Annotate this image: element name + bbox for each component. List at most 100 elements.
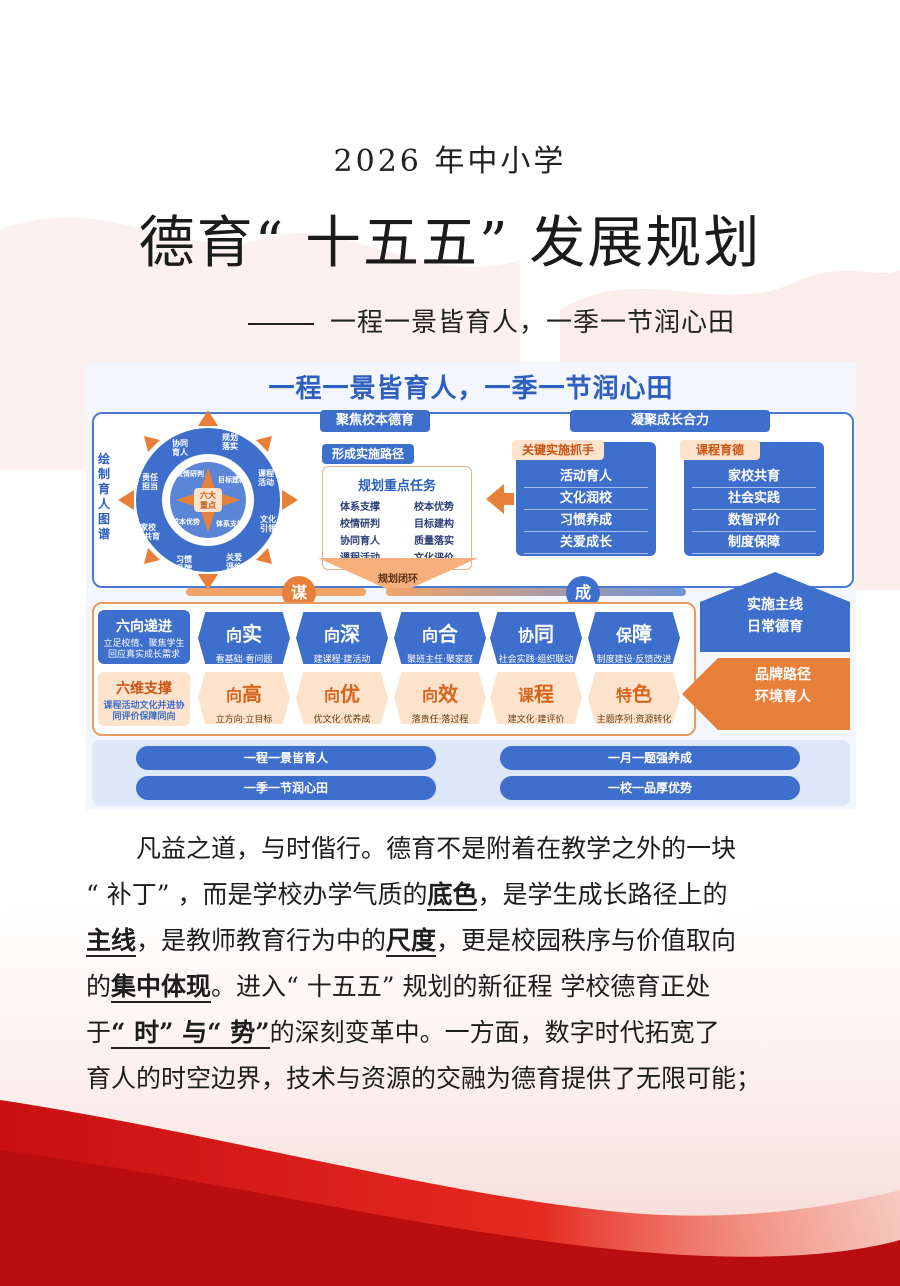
- course-panel-head: 课程育德: [680, 440, 760, 460]
- course-panel: 课程育德 家校共育 社会实践 数智评价 制度保障: [680, 440, 824, 556]
- wheel-label-6: 家校: [140, 522, 157, 532]
- text-span: ，是学生成长路径上的: [477, 880, 728, 909]
- document-year-line: 2026 年中小学: [333, 144, 567, 179]
- hex-desc: 看基础·看问题: [215, 655, 273, 665]
- direction-hex: 保障制度建设·反馈改进: [588, 612, 680, 664]
- support-hex: 特色主题序列·资源转化: [588, 672, 680, 724]
- wheel-center-1: 六大: [200, 490, 216, 500]
- wheel-inner-3: 校本优势: [172, 517, 200, 526]
- body-line: 育人的时空边界，技术与资源的交融为德育提供了无限可能；: [86, 1064, 762, 1093]
- body-line: 凡益之道，与时偕行。德育不是附着在教学之外的一块: [136, 834, 737, 863]
- pill-slogan: 一季一节润心田: [136, 776, 436, 800]
- tab-synergy: 凝聚成长合力: [570, 410, 770, 432]
- wheel-inner-0: 校情研判: [176, 469, 204, 478]
- course-item: 数智评价: [692, 510, 816, 532]
- hex-prefix: 向: [323, 626, 340, 645]
- row1-head-title: 六向递进: [116, 619, 172, 635]
- svg-text:活动: 活动: [258, 477, 274, 487]
- hex-key: 障: [632, 622, 652, 646]
- key-panel-head: 关键实施抓手: [512, 440, 604, 460]
- underlined-term: 尺度: [386, 926, 437, 957]
- hex-prefix: 向: [225, 686, 242, 705]
- right-orange-arrow: [682, 658, 850, 730]
- right-orange-text: 品牌路径 环境育人: [716, 664, 850, 708]
- key-item: 活动育人: [524, 466, 648, 488]
- text-span: ，是教师教育行为中的: [136, 926, 387, 955]
- right-blue-line: 实施主线: [747, 597, 803, 613]
- arrow-left-icon: [486, 484, 514, 514]
- direction-hex: 向合聚班主任·聚家庭: [394, 612, 486, 664]
- direction-hex: 向深建课程·建活动: [296, 612, 388, 664]
- task-item: 协同育人: [340, 536, 380, 547]
- wheel-inner-2: 体系支撑: [216, 519, 244, 528]
- wheel-inner-1: 目标建构: [218, 475, 246, 484]
- path-panel-head: 形成实施路径: [322, 444, 414, 464]
- hex-prefix: 向: [421, 686, 438, 705]
- body-line: 于“ 时” 与“ 势”的深刻变革中。一方面，数字时代拓宽了: [86, 1010, 846, 1056]
- right-blue-house: [700, 572, 850, 652]
- tab-focus: 聚焦校本德育: [320, 410, 430, 432]
- row2-head: 六维支撑 课程活动文化并进协同评价保障同向: [98, 672, 190, 726]
- underlined-term: 主线: [86, 926, 137, 957]
- hex-desc: 社会实践·组织联动: [498, 655, 574, 665]
- direction-hex: 向实看基础·看问题: [198, 612, 290, 664]
- body-line: “ 补丁” ，而是学校办学气质的底色，是学生成长路径上的: [86, 872, 846, 918]
- text-span: 的: [86, 972, 112, 1001]
- hex-key: 合: [438, 622, 458, 646]
- hex-key: 同: [534, 622, 554, 646]
- svg-text:引领: 引领: [260, 523, 276, 533]
- loop-label: 规划闭环: [378, 574, 418, 585]
- row1-head-desc: 立足校情、聚焦学生回应真实成长需求: [103, 639, 185, 660]
- right-blue-line: 日常德育: [747, 619, 803, 635]
- hex-desc: 建文化·建评价: [507, 715, 565, 725]
- support-hex: 课程建文化·建评价: [490, 672, 582, 724]
- infographic: 一程一景皆育人，一季一节润心田 聚焦校本德育 凝聚成长合力 绘制育人图谱 六大 …: [86, 362, 856, 810]
- hex-desc: 建课程·建活动: [313, 655, 371, 665]
- right-blue-text: 实施主线 日常德育: [700, 594, 850, 638]
- pill-slogan: 一校一品厚优势: [500, 776, 800, 800]
- text-span: 的深刻变革中。一方面，数字时代拓宽了: [269, 1018, 720, 1047]
- wheel-label-3: 文化: [260, 514, 276, 524]
- text-span: ，更是校园秩序与价值取向: [436, 926, 737, 955]
- hex-desc: 制度建设·反馈改进: [596, 655, 672, 665]
- body-line: 的集中体现。进入“ 十五五” 规划的新征程 学校德育正处: [86, 964, 846, 1010]
- svg-text:担当: 担当: [142, 481, 158, 491]
- svg-text:落实: 落实: [222, 441, 238, 451]
- hex-prefix: 特: [615, 686, 632, 705]
- svg-text:评价: 评价: [226, 562, 243, 571]
- svg-text:育人: 育人: [172, 447, 189, 457]
- hex-desc: 优文化·优养成: [313, 715, 371, 725]
- hex-key: 色: [632, 682, 652, 706]
- infographic-title: 一程一景皆育人，一季一节润心田: [268, 374, 674, 404]
- hex-desc: 落责任·落过程: [411, 715, 469, 725]
- pill-slogan: 一程一景皆育人: [136, 746, 436, 770]
- wheel-label-1: 规划: [222, 432, 238, 442]
- document-subtitle: 一程一景皆育人，一季一节润心田: [248, 302, 735, 339]
- svg-text:品牌: 品牌: [176, 563, 192, 573]
- text-span: 与时偕行: [261, 834, 362, 863]
- wheel-label-7: 责任: [142, 472, 158, 482]
- course-item: 制度保障: [692, 532, 816, 554]
- row2-head-title: 六维支撑: [116, 681, 172, 697]
- hex-prefix: 向: [323, 686, 340, 705]
- hex-key: 高: [242, 682, 262, 706]
- hex-desc: 立方向·立目标: [215, 715, 273, 725]
- direction-hex: 协同社会实践·组织联动: [490, 612, 582, 664]
- task-item: 校情研判: [340, 519, 380, 530]
- key-item: 文化润校: [524, 488, 648, 510]
- task-item: 目标建构: [414, 519, 454, 530]
- hex-key: 实: [242, 622, 262, 646]
- subtitle-text: 一程一景皆育人，一季一节润心田: [330, 308, 736, 338]
- course-item: 社会实践: [692, 488, 816, 510]
- hex-key: 效: [438, 682, 458, 706]
- key-item: 习惯养成: [524, 510, 648, 532]
- loop-arrow-icon: [318, 558, 478, 594]
- course-item: 家校共育: [692, 466, 816, 488]
- hex-prefix: 课: [517, 686, 534, 705]
- task-item: 质量落实: [414, 536, 454, 547]
- wheel-label-4: 关爱: [226, 552, 242, 562]
- hex-prefix: 保: [615, 626, 632, 645]
- wheel-label-2: 课程: [258, 468, 274, 478]
- underlined-term: 底色: [427, 880, 478, 911]
- key-panel: 关键实施抓手 活动育人 文化润校 习惯养成 关爱成长: [512, 440, 656, 556]
